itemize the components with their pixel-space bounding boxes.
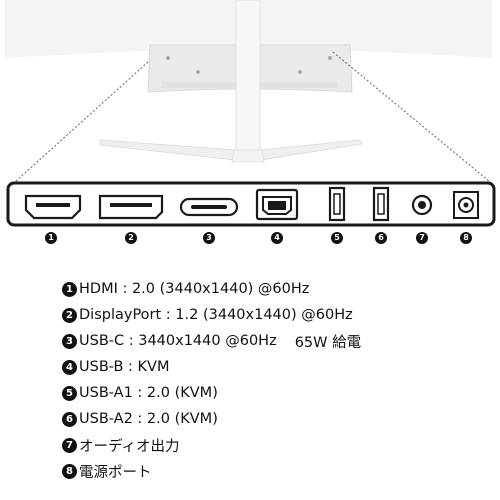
usb-a1-port-icon xyxy=(328,186,346,222)
audio-jack-icon xyxy=(411,194,433,216)
spec-text: USB-B : KVM xyxy=(79,359,170,375)
spec-number-badge: 1 xyxy=(62,281,77,297)
port-number-badge: 5 xyxy=(331,232,343,244)
hdmi-port-icon xyxy=(24,194,82,220)
port-number-badge: 1 xyxy=(45,232,57,244)
spec-item-usb-b: 4 USB-B : KVM xyxy=(62,354,361,380)
screw-hole xyxy=(196,70,200,74)
spec-text: USB-A2 : 2.0 (KVM) xyxy=(79,411,218,427)
spec-number-badge: 8 xyxy=(62,463,77,479)
spec-text: オーディオ出力 xyxy=(79,438,180,455)
spec-item-power: 8 電源ポート xyxy=(62,458,361,484)
displayport-port-icon xyxy=(98,194,164,220)
spec-extra-text: 65W 給電 xyxy=(294,334,362,351)
usb-b-port-icon xyxy=(255,188,299,221)
spec-item-usb-a2: 6 USB-A2 : 2.0 (KVM) xyxy=(62,406,361,432)
port-number-badge: 3 xyxy=(203,232,215,244)
spec-item-usb-c: 3 USB-C : 3440x1440 @60Hz 65W 給電 xyxy=(62,328,361,354)
stand-neck xyxy=(235,0,261,161)
spec-number-badge: 2 xyxy=(62,307,77,323)
usb-c-port-icon xyxy=(179,197,239,217)
spec-item-hdmi: 1 HDMI : 2.0 (3440x1440) @60Hz xyxy=(62,276,361,302)
spec-text: 電源ポート xyxy=(79,464,152,481)
dc-power-port-icon xyxy=(453,191,479,219)
port-number-badge: 4 xyxy=(271,232,283,244)
spec-number-badge: 3 xyxy=(62,333,77,349)
screw-hole xyxy=(298,70,302,74)
spec-text: DisplayPort : 1.2 (3440x1440) @60Hz xyxy=(79,307,353,323)
spec-number-badge: 7 xyxy=(62,437,77,453)
spec-item-audio: 7 オーディオ出力 xyxy=(62,432,361,458)
port-number-badge: 2 xyxy=(125,232,137,244)
port-number-badge: 8 xyxy=(460,232,472,244)
spec-item-displayport: 2 DisplayPort : 1.2 (3440x1440) @60Hz xyxy=(62,302,361,328)
leader-line-right xyxy=(332,51,491,183)
spec-text: USB-C : 3440x1440 @60Hz xyxy=(79,333,277,349)
port-number-badge: 7 xyxy=(416,232,428,244)
spec-text: USB-A1 : 2.0 (KVM) xyxy=(79,385,218,401)
port-spec-list: 1 HDMI : 2.0 (3440x1440) @60Hz 2 Display… xyxy=(62,276,361,484)
spec-number-badge: 6 xyxy=(62,411,77,427)
stand-leg-right xyxy=(259,139,363,161)
spec-text: HDMI : 2.0 (3440x1440) @60Hz xyxy=(79,281,310,297)
spec-item-usb-a1: 5 USB-A1 : 2.0 (KVM) xyxy=(62,380,361,406)
port-number-badge: 6 xyxy=(375,232,387,244)
screw-hole xyxy=(328,56,332,60)
stand-joint xyxy=(231,149,265,163)
screw-hole xyxy=(166,56,170,60)
spec-number-badge: 5 xyxy=(62,385,77,401)
usb-a2-port-icon xyxy=(372,186,390,222)
leader-line-left xyxy=(14,61,149,183)
connector-panel xyxy=(6,181,496,227)
spec-number-badge: 4 xyxy=(62,359,77,375)
stand-leg-left xyxy=(99,139,237,161)
